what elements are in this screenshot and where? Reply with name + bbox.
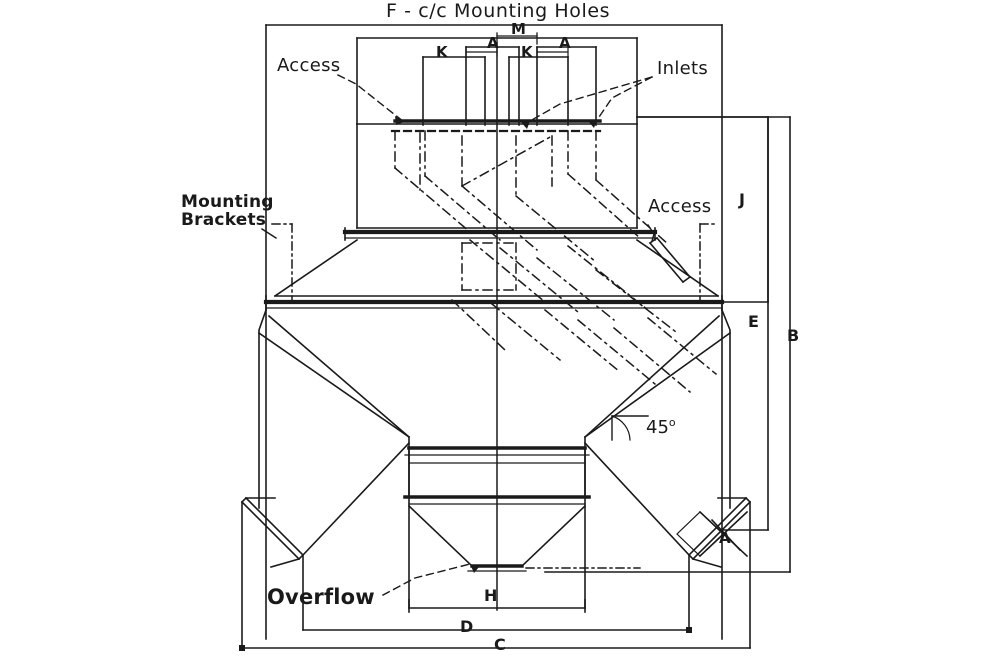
main-hopper	[258, 308, 731, 609]
leader-arrowheads	[395, 116, 597, 573]
dim-nozzle-ticks	[465, 46, 569, 57]
dim-label-M: M	[511, 20, 526, 38]
inlet-nozzles	[422, 46, 597, 126]
mounting-bracket-right	[699, 223, 719, 303]
detail-A-bracket	[676, 510, 749, 558]
callout-mounting-brackets-line1: Mounting	[181, 192, 274, 212]
callout-access-mid: Access	[648, 196, 712, 217]
leader-lines-solid	[261, 224, 655, 242]
dim-label-K2: K	[521, 43, 533, 61]
dim-label-J: J	[739, 190, 745, 209]
callout-access-top: Access	[277, 55, 341, 76]
callout-mounting-brackets-line2: Brackets	[181, 210, 267, 230]
hopper-support-legs	[240, 496, 752, 568]
callout-overflow: Overflow	[267, 585, 375, 609]
dim-label-A1: A	[487, 34, 499, 52]
dim-M	[496, 32, 538, 45]
internal-cyclones-hidden	[393, 130, 718, 394]
dim-C	[241, 501, 751, 649]
dim-endpoints	[239, 627, 692, 651]
angle-annotation	[611, 415, 649, 441]
dim-D	[302, 554, 690, 631]
dim-label-H: H	[484, 586, 498, 605]
dim-label-A3: A	[719, 529, 731, 547]
dim-H	[408, 599, 586, 613]
angle-value: 45	[646, 417, 669, 438]
page-title: F - c/c Mounting Holes	[386, 0, 611, 22]
dim-F-frame	[265, 24, 723, 640]
dim-B	[544, 116, 791, 573]
geometry-group	[239, 24, 791, 651]
dim-label-C: C	[494, 635, 506, 654]
access-door-cone	[648, 236, 692, 284]
mounting-bracket-left	[271, 223, 293, 303]
degree-symbol: o	[668, 416, 676, 429]
hopper-outer-diagonals	[257, 331, 732, 557]
dim-label-K1: K	[436, 43, 448, 61]
middle-flange	[342, 227, 658, 241]
leader-lines	[337, 74, 653, 596]
angle-label: 45o	[646, 417, 676, 438]
dim-E	[721, 116, 769, 531]
lower-flange	[263, 295, 725, 311]
dim-label-B: B	[787, 326, 800, 345]
dim-label-A2: A	[559, 34, 571, 52]
dim-label-D: D	[460, 617, 474, 636]
dim-label-E: E	[748, 312, 759, 331]
callout-inlets: Inlets	[657, 58, 709, 79]
